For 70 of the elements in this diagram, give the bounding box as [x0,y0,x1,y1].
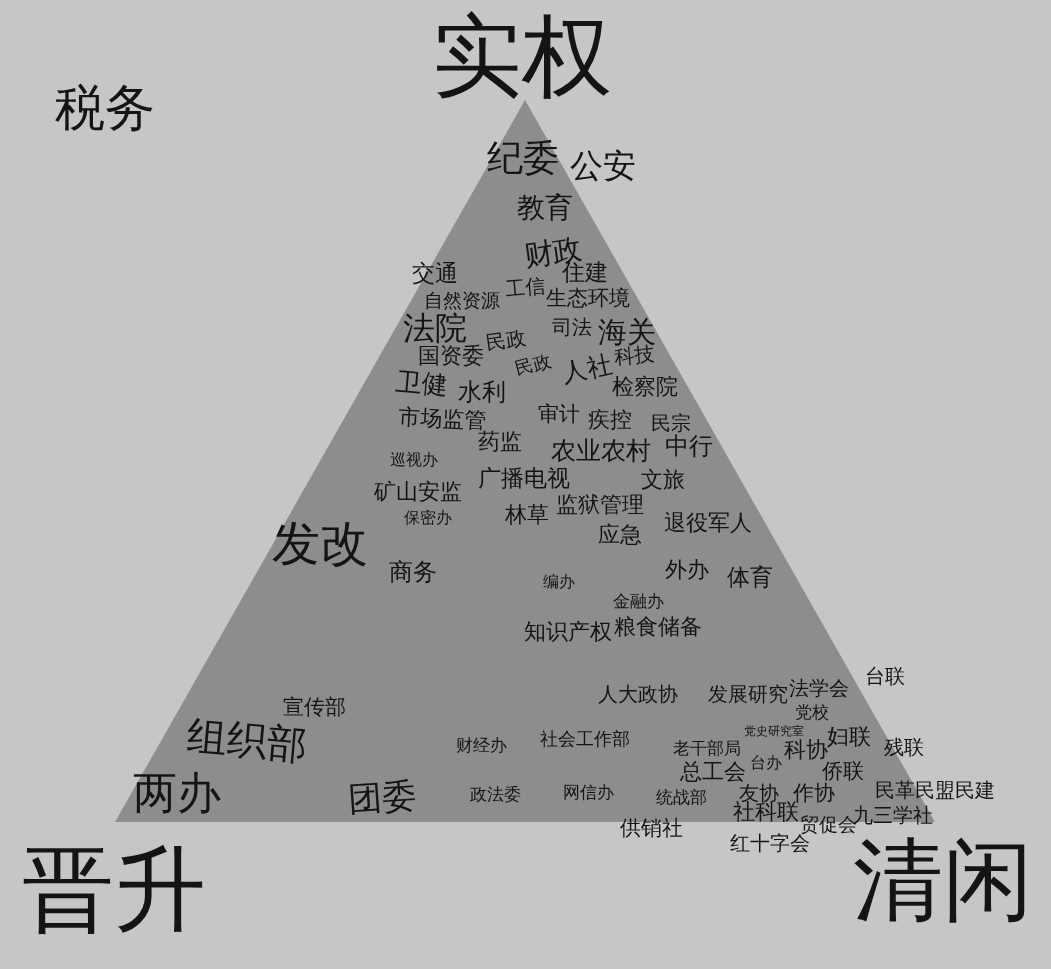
department-name: 生态环境 [546,287,630,309]
department-name: 知识产权 [524,621,612,643]
department-name: 文旅 [641,469,685,491]
department-name: 社会工作部 [540,730,630,748]
department-name: 党校 [795,703,829,721]
department-name: 监狱管理 [556,494,644,516]
department-name: 水利 [458,380,506,404]
department-name: 自然资源 [424,290,500,310]
department-name: 统战部 [656,788,707,806]
department-name: 宣传部 [283,696,346,718]
department-name: 巡视办 [390,452,438,468]
department-name: 体育 [727,565,773,589]
department-name: 纪委 [487,140,559,176]
department-name: 税务 [55,83,155,133]
department-name: 民宗 [651,413,691,433]
department-name: 民政 [484,327,528,353]
department-name: 卫健 [394,367,450,399]
department-name: 粮食储备 [614,616,702,638]
department-name: 工信 [504,275,546,299]
department-name: 外办 [665,559,709,581]
department-name: 妇联 [827,726,871,748]
department-name: 药监 [478,431,522,453]
department-name: 审计 [538,403,580,425]
department-name: 台联 [865,666,905,686]
department-name: 供销社 [620,817,683,839]
department-name: 海关 [598,317,656,347]
department-name: 编办 [543,574,575,590]
department-name: 广播电视 [478,466,570,490]
department-name: 友协 [739,783,779,803]
department-name: 商务 [389,560,437,584]
department-name: 国资委 [418,345,484,367]
department-name: 法院 [403,312,467,344]
department-name: 团委 [346,777,418,817]
department-name: 两办 [133,771,221,815]
department-name: 中行 [665,434,713,458]
department-name: 发改 [272,519,368,567]
department-name: 退役军人 [664,512,752,534]
department-name: 农业农村 [551,437,651,463]
department-name: 检察院 [612,376,678,398]
department-name: 教育 [517,194,573,222]
department-name: 政法委 [470,785,521,803]
department-name: 矿山安监 [374,481,462,503]
department-name: 侨联 [822,760,864,782]
department-name: 残联 [884,737,924,757]
department-name: 民革民盟民建 [875,780,995,800]
department-name: 林草 [505,504,549,526]
department-name: 疾控 [588,409,632,431]
department-name: 法学会 [789,678,849,698]
department-name: 人大政协 [598,684,678,704]
department-name: 金融办 [613,592,664,610]
department-name: 作协 [793,782,835,804]
department-name: 科协 [784,739,828,761]
department-name: 总工会 [680,761,746,783]
department-name: 人社 [559,350,615,386]
department-name: 保密办 [404,510,452,526]
axis-label: 实权 [432,11,612,101]
department-name: 社科联 [733,801,799,823]
department-name: 网信办 [563,783,614,801]
department-name: 司法 [552,317,592,337]
department-name: 老干部局 [673,739,741,757]
department-name: 交通 [412,261,458,285]
department-name: 财经办 [456,736,507,754]
axis-label: 晋升 [22,844,206,936]
department-name: 台办 [750,755,782,771]
department-name: 党史研究室 [744,725,804,737]
department-name: 公安 [570,148,636,182]
department-name: 发展研究 [708,684,788,704]
department-name: 民政 [513,351,553,379]
department-name: 应急 [598,524,642,546]
axis-label: 清闲 [853,835,1033,925]
